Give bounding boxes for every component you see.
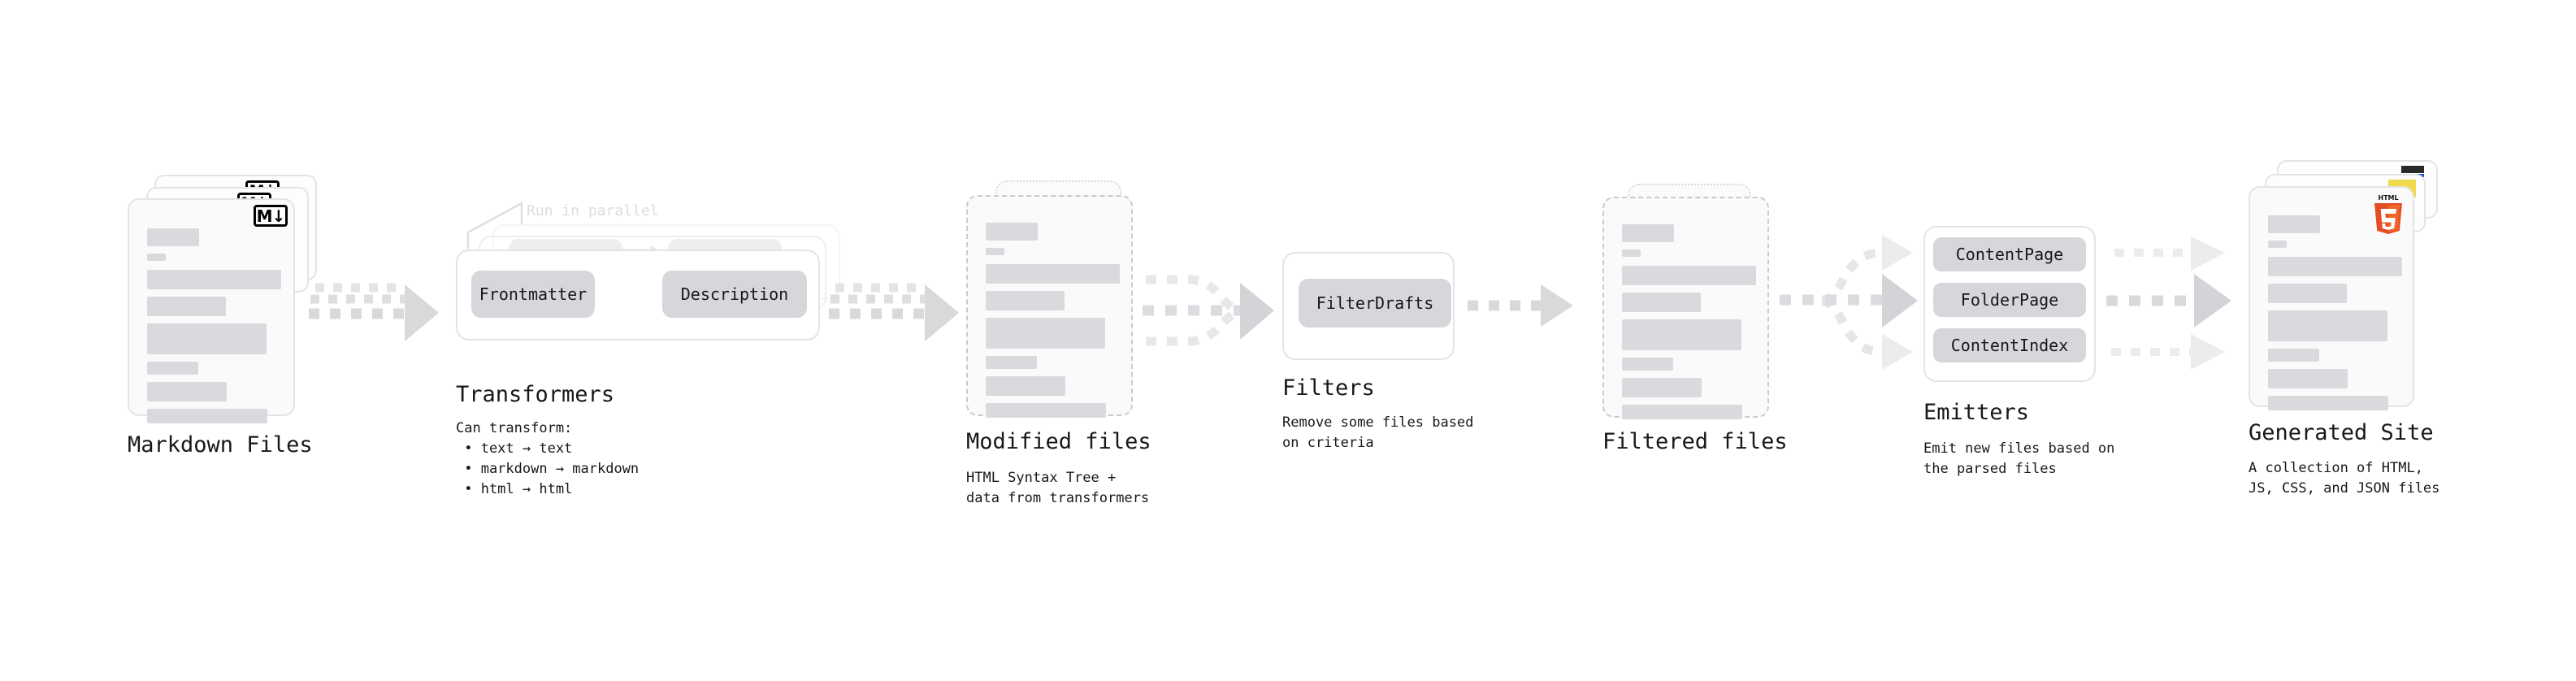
arrow-emitters-to-generated-site bbox=[2106, 236, 2231, 370]
content-bar bbox=[2268, 369, 2348, 388]
arrow-markdown-to-transformers bbox=[309, 283, 439, 341]
content-bar bbox=[986, 264, 1120, 284]
filtered-file-content bbox=[1622, 224, 1756, 427]
stage-label-generated-site: Generated Site bbox=[2249, 420, 2434, 445]
content-bar bbox=[986, 318, 1105, 349]
stage-description-filters: Remove some files based on criteria bbox=[1282, 414, 1474, 451]
transformer-chip-description: Description bbox=[662, 271, 807, 318]
stage-description-modified-files: HTML Syntax Tree + data from transformer… bbox=[966, 470, 1150, 506]
run-in-parallel-brace bbox=[466, 201, 523, 249]
arrow-filters-to-filtered-files bbox=[1468, 284, 1573, 327]
content-bar bbox=[2268, 241, 2287, 248]
emitters-chip-contentpage: ContentPage bbox=[1933, 237, 2086, 271]
content-bar bbox=[2268, 349, 2319, 362]
stage-label-emitters: Emitters bbox=[1923, 400, 2030, 425]
stage-label-filters: Filters bbox=[1282, 375, 1375, 401]
content-bar bbox=[2268, 257, 2402, 276]
svg-text:HTML: HTML bbox=[2378, 194, 2398, 202]
run-in-parallel-label: Run in parallel bbox=[527, 202, 659, 219]
emitters-chip-folderpage: FolderPage bbox=[1933, 283, 2086, 317]
content-bar bbox=[986, 248, 1004, 255]
content-bar bbox=[147, 362, 198, 375]
generated-file-content bbox=[2268, 215, 2402, 418]
content-bar bbox=[986, 291, 1065, 310]
content-bar bbox=[2268, 310, 2387, 341]
arrow-filtered-files-to-emitters bbox=[1780, 235, 1918, 370]
stage-description-generated-site: A collection of HTML, JS, CSS, and JSON … bbox=[2249, 460, 2440, 497]
modified-file-card bbox=[966, 195, 1133, 418]
emitters-chip-contentindex: ContentIndex bbox=[1933, 328, 2086, 362]
content-bar bbox=[147, 297, 226, 316]
content-bar bbox=[2268, 396, 2388, 410]
content-bar bbox=[147, 382, 227, 401]
content-bar bbox=[2268, 215, 2320, 233]
stage-label-modified-files: Modified files bbox=[966, 429, 1151, 454]
filtered-file-card bbox=[1602, 197, 1769, 419]
content-bar bbox=[147, 228, 199, 246]
content-bar bbox=[1622, 405, 1742, 419]
content-bar bbox=[986, 376, 1065, 396]
arrow-transformers-to-modified-files bbox=[829, 283, 959, 341]
content-bar bbox=[1622, 378, 1702, 397]
filters-chip-filterdrafts: FilterDrafts bbox=[1299, 279, 1451, 327]
transformer-chip-frontmatter: Frontmatter bbox=[471, 271, 595, 318]
content-bar bbox=[147, 254, 166, 261]
markdown-file-content bbox=[147, 228, 281, 431]
content-bar bbox=[1622, 249, 1641, 257]
content-bar bbox=[1622, 358, 1673, 371]
markdown-file-card bbox=[128, 198, 295, 423]
modified-file-content bbox=[986, 223, 1120, 425]
content-bar bbox=[147, 323, 267, 354]
content-bar bbox=[986, 356, 1037, 369]
content-bar bbox=[986, 223, 1038, 241]
content-bar bbox=[1622, 224, 1674, 242]
content-bar bbox=[1622, 293, 1701, 312]
content-bar bbox=[147, 270, 281, 289]
content-bar bbox=[1622, 319, 1741, 350]
content-bar bbox=[986, 403, 1106, 418]
markdown-icon: M↓ bbox=[254, 205, 288, 227]
stage-description-transformers: Can transform: • text → text • markdown … bbox=[456, 420, 640, 497]
content-bar bbox=[2268, 284, 2347, 303]
content-bar bbox=[1622, 266, 1756, 285]
stage-label-markdown-files: Markdown Files bbox=[128, 432, 313, 458]
stage-label-transformers: Transformers bbox=[456, 382, 615, 407]
arrow-modified-files-to-filters bbox=[1143, 275, 1274, 346]
content-bar bbox=[147, 409, 267, 423]
stage-description-emitters: Emit new files based on the parsed files bbox=[1923, 440, 2115, 477]
stage-label-filtered-files: Filtered files bbox=[1602, 429, 1788, 454]
html5-glyph: HTML bbox=[2374, 194, 2402, 234]
html5-icon: HTML bbox=[2371, 193, 2405, 235]
